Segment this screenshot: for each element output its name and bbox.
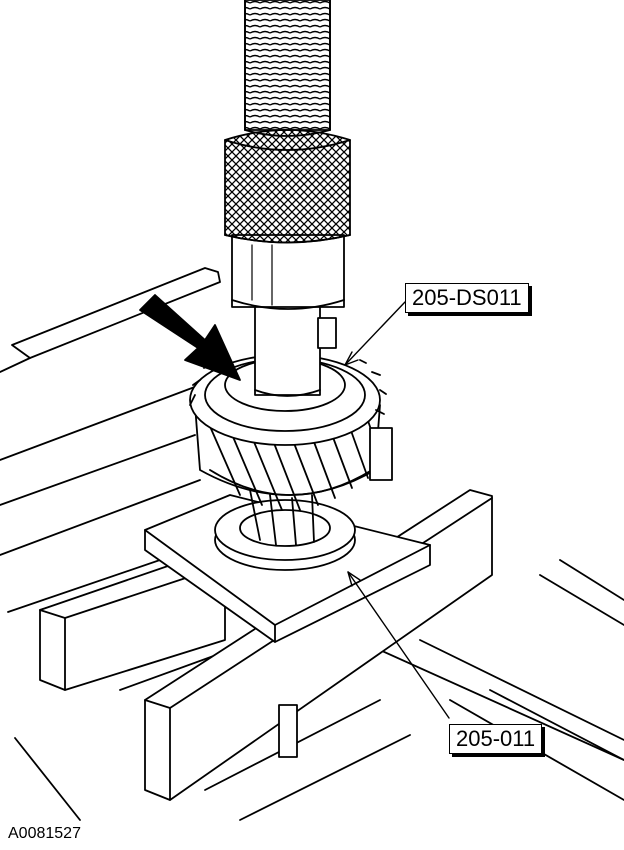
threaded-rod <box>244 0 331 137</box>
press-back-plate <box>0 267 221 613</box>
knurled-nut <box>224 129 351 244</box>
leader-lines <box>344 301 450 719</box>
press-shaft <box>254 304 337 397</box>
callout-label-205-ds011: 205-DS011 <box>405 283 529 313</box>
support-post <box>278 704 298 758</box>
press-collar <box>231 234 345 310</box>
figure-id-label: A0081527 <box>8 825 81 842</box>
callout-label-205-011: 205-011 <box>449 724 543 754</box>
bearing-race <box>214 499 356 571</box>
direction-arrow-icon <box>139 294 241 381</box>
